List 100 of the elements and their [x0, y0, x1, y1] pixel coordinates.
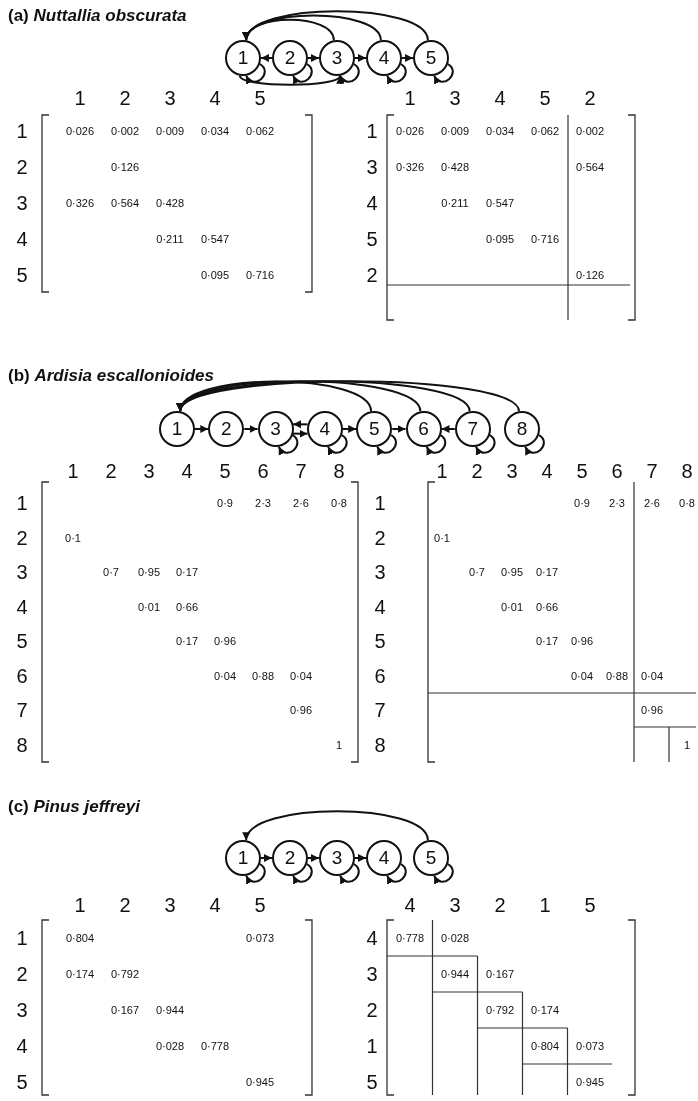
column-header: 4: [181, 461, 193, 481]
arrow: [243, 425, 259, 433]
column-header: 1: [74, 88, 86, 108]
row-header: 3: [16, 1000, 28, 1020]
matrix-cell: 0·062: [530, 125, 560, 137]
matrix-cell: 0·095: [200, 269, 230, 281]
matrix-cell: 0·9: [217, 497, 233, 509]
stage-circle: 2: [272, 840, 308, 876]
matrix-cell: 0·04: [571, 670, 593, 681]
row-header: 5: [366, 1072, 378, 1092]
matrix-cell: 0·009: [155, 125, 185, 137]
matrix-cell: 0·073: [245, 932, 275, 944]
column-header: 5: [584, 895, 596, 915]
loop-arrow: [327, 434, 348, 456]
arrow: [292, 420, 309, 429]
column-header: 2: [494, 895, 506, 915]
column-header: 6: [611, 461, 623, 481]
column-header: 7: [295, 461, 307, 481]
row-header: 4: [366, 193, 378, 213]
row-header: 3: [16, 193, 28, 213]
row-header: 2: [16, 527, 28, 548]
column-header: 8: [333, 461, 345, 481]
arrow: [260, 54, 273, 62]
row-header: 3: [374, 562, 386, 582]
loop-arrow: [245, 863, 266, 885]
matrix-cell: 0·174: [65, 968, 95, 980]
matrix-cell: 0·002: [575, 125, 605, 137]
matrix-cell: 0·04: [641, 670, 663, 681]
arrow: [307, 854, 320, 862]
column-header: 7: [646, 461, 658, 481]
column-header: 3: [143, 461, 155, 481]
matrix-cell: 0·034: [200, 125, 230, 137]
column-header: 3: [164, 88, 176, 108]
column-header: 8: [681, 461, 693, 481]
column-header: 5: [254, 895, 266, 915]
matrix-cell: 0·778: [200, 1040, 230, 1052]
matrix-cell: 0·04: [214, 670, 236, 681]
arrow: [307, 54, 320, 62]
matrix-cell: 0·01: [138, 601, 160, 612]
matrix-cell: 0·17: [176, 566, 198, 578]
row-header: 5: [16, 631, 28, 651]
loop-arrow: [386, 63, 407, 85]
matrix-cell: 0·01: [501, 601, 523, 612]
column-header: 2: [471, 461, 483, 481]
column-header: 5: [576, 461, 588, 481]
matrix-cell: 0·167: [110, 1004, 140, 1016]
matrix-cell: 0·944: [155, 1004, 185, 1016]
stage-circle: 3: [319, 840, 355, 876]
loop-arrow: [292, 63, 313, 85]
row-header: 2: [16, 157, 28, 177]
matrix-cell: 0·716: [530, 233, 560, 245]
loop-arrow: [433, 63, 454, 85]
matrix-cell: 0·428: [440, 161, 470, 173]
matrix-cell: 0·002: [110, 125, 140, 137]
matrix-cell: 0·564: [575, 161, 605, 173]
column-header: 3: [449, 88, 461, 108]
matrix-cell: 0·88: [606, 670, 628, 681]
matrix-cell: 0·028: [155, 1040, 185, 1052]
matrix-cell: 0·96: [571, 635, 593, 647]
row-header: 4: [16, 229, 28, 249]
column-header: 4: [404, 895, 416, 915]
stage-circle: 7: [454, 411, 491, 447]
column-header: 4: [541, 461, 553, 481]
column-header: 5: [539, 88, 551, 108]
arrow: [245, 810, 429, 842]
arrow: [292, 429, 309, 438]
panel-heading: (a) Nuttallia obscurata: [8, 6, 187, 26]
matrix-cell: 0·17: [536, 566, 558, 578]
matrix-cell: 0·026: [65, 125, 95, 137]
row-header: 7: [374, 700, 386, 720]
matrix-cell: 0·167: [485, 968, 515, 980]
row-header: 6: [16, 665, 28, 686]
stage-circle: 5: [356, 411, 393, 447]
matrix-cell: 0·96: [214, 635, 236, 647]
matrix-cell: 0·95: [501, 566, 523, 578]
matrix-cell: 0·66: [536, 601, 558, 612]
arrow: [354, 854, 367, 862]
column-header: 1: [436, 461, 448, 481]
panel-heading: (b) Ardisia escallonioides: [8, 366, 214, 386]
column-header: 4: [209, 895, 221, 915]
row-header: 6: [374, 665, 386, 686]
row-header: 1: [374, 493, 386, 513]
stage-circle: 8: [504, 411, 541, 447]
row-header: 1: [16, 493, 28, 513]
matrix-cell: 0·8: [331, 497, 347, 509]
matrix-cell: 1: [683, 739, 691, 750]
matrix-cell: 0·211: [156, 233, 184, 245]
arrow: [440, 425, 456, 433]
row-header: 2: [366, 265, 378, 285]
arrow: [401, 54, 414, 62]
column-header: 1: [404, 88, 416, 108]
row-header: 4: [16, 1036, 28, 1056]
matrix-cell: 0·17: [176, 635, 198, 647]
loop-arrow: [524, 434, 545, 456]
matrix-cell: 2·6: [644, 497, 660, 509]
matrix-cell: 0·96: [641, 704, 663, 716]
column-header: 1: [67, 461, 79, 481]
matrix-cell: 0·1: [434, 532, 450, 543]
matrix-cell: 0·95: [138, 566, 160, 578]
stage-circle: 1: [225, 40, 261, 76]
